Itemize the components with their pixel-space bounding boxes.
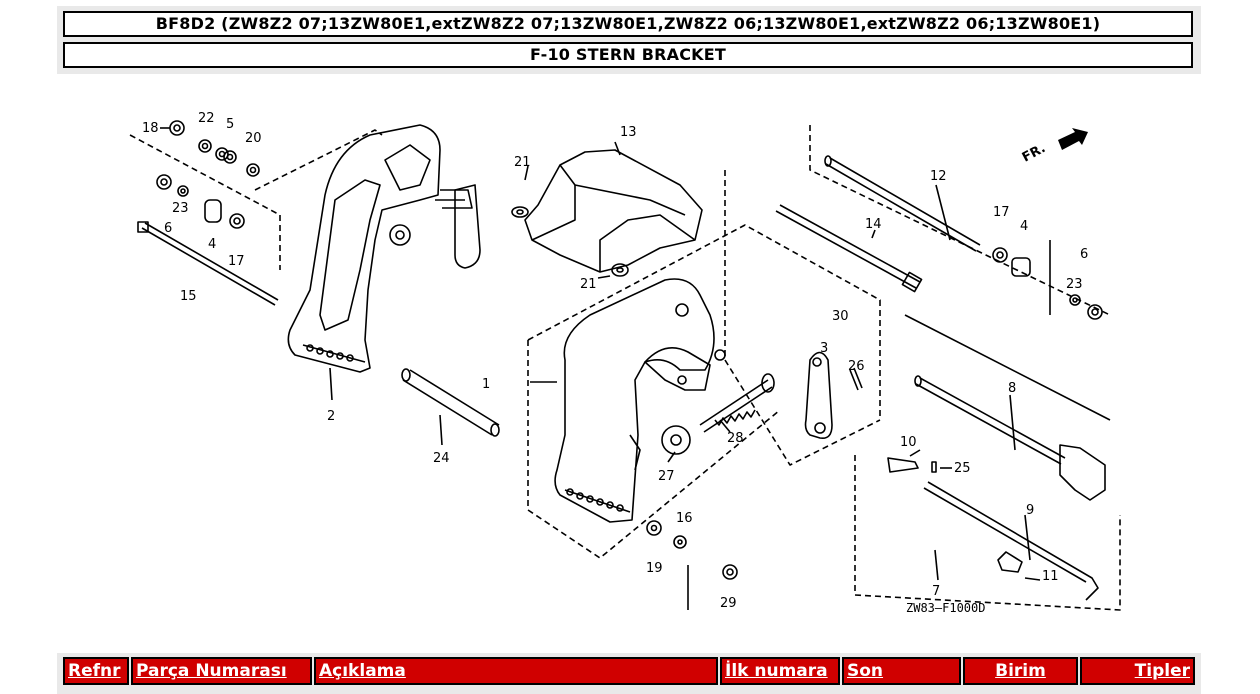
callout: 26	[848, 359, 865, 374]
callout: 7	[932, 584, 940, 599]
col-last[interactable]: Son	[842, 657, 961, 685]
callout: 17	[993, 205, 1010, 220]
callout: 5	[226, 117, 234, 132]
parts-diagram: FR. 18 22 5 20 23 6 4 17 15 2 24 21 13 2…	[120, 90, 1140, 630]
callout: 28	[727, 431, 744, 446]
parts-table-header: Refnr Parça Numarası Açıklama İlk numara…	[57, 653, 1201, 694]
exploded-view-drawing: FR. 18 22 5 20 23 6 4 17 15 2 24 21 13 2…	[129, 111, 1121, 615]
callout: 29	[720, 596, 737, 611]
callout-labels: 18 22 5 20 23 6 4 17 15 2 24 21 13 21 1 …	[142, 111, 1088, 611]
callout: 18	[142, 121, 159, 136]
col-first-number-link[interactable]: İlk numara	[725, 661, 828, 681]
callout: 16	[676, 511, 693, 526]
col-first-number[interactable]: İlk numara	[720, 657, 840, 685]
callout: 25	[954, 461, 971, 476]
callout: 23	[1066, 277, 1083, 292]
callout: 21	[580, 277, 597, 292]
callout: 22	[198, 111, 215, 126]
callout: 6	[1080, 247, 1088, 262]
callout: 3	[820, 341, 828, 356]
col-refnr[interactable]: Refnr	[63, 657, 129, 685]
callout: 13	[620, 125, 637, 140]
front-marker-label: FR.	[1020, 141, 1048, 166]
callout: 8	[1008, 381, 1016, 396]
col-last-link[interactable]: Son	[847, 661, 884, 681]
col-types[interactable]: Tipler	[1080, 657, 1195, 685]
callout: 24	[433, 451, 450, 466]
section-title: F-10 STERN BRACKET	[63, 42, 1193, 68]
callout: 20	[245, 131, 262, 146]
callout: 2	[327, 409, 335, 424]
model-title: BF8D2 (ZW8Z2 07;13ZW80E1,extZW8Z2 07;13Z…	[63, 11, 1193, 37]
callout: 10	[900, 435, 917, 450]
callout: 1	[482, 377, 490, 392]
col-description-link[interactable]: Açıklama	[319, 661, 406, 681]
callout: 27	[658, 469, 675, 484]
col-refnr-link[interactable]: Refnr	[68, 661, 121, 681]
front-arrow-icon: FR.	[1020, 128, 1088, 166]
callout: 19	[646, 561, 663, 576]
col-unit-link[interactable]: Birim	[995, 661, 1046, 681]
callout: 6	[164, 221, 172, 236]
callout: 23	[172, 201, 189, 216]
callout: 4	[208, 237, 216, 252]
col-part-number-link[interactable]: Parça Numarası	[136, 661, 287, 681]
callout: 30	[832, 309, 849, 324]
callout: 12	[930, 169, 947, 184]
callout: 14	[865, 217, 882, 232]
col-unit[interactable]: Birim	[963, 657, 1078, 685]
callout: 4	[1020, 219, 1028, 234]
callout: 17	[228, 254, 245, 269]
col-types-link[interactable]: Tipler	[1134, 661, 1190, 681]
page-header: BF8D2 (ZW8Z2 07;13ZW80E1,extZW8Z2 07;13Z…	[57, 6, 1201, 74]
col-description[interactable]: Açıklama	[314, 657, 718, 685]
drawing-code: ZW83—F1000D	[906, 601, 985, 615]
callout: 21	[514, 155, 531, 170]
callout: 11	[1042, 569, 1059, 584]
callout: 9	[1026, 503, 1034, 518]
col-part-number[interactable]: Parça Numarası	[131, 657, 312, 685]
callout: 15	[180, 289, 197, 304]
